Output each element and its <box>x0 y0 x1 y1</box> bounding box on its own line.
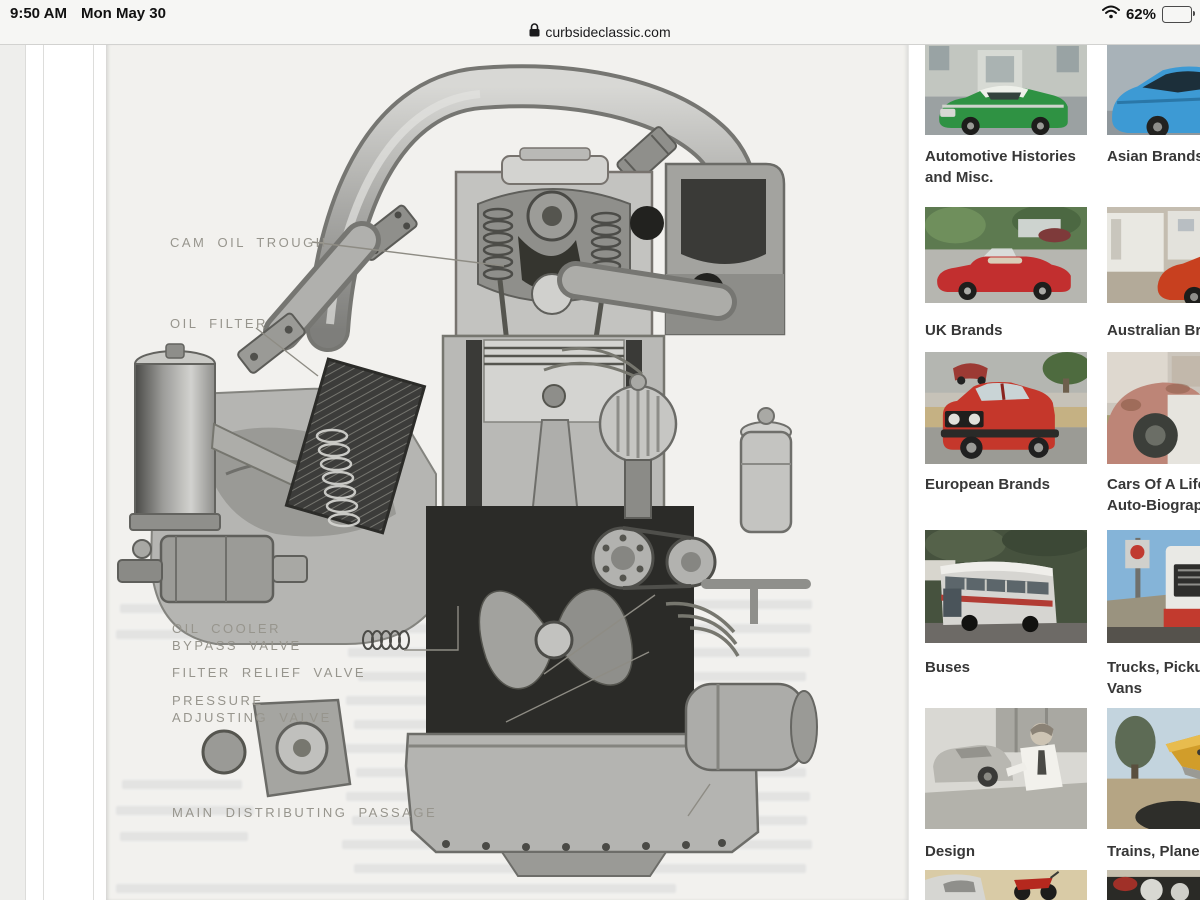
battery-percent: 62% <box>1125 6 1156 23</box>
thumbnail-engine-bay-chrome[interactable] <box>1107 870 1200 900</box>
viewer-left-margin <box>0 44 26 900</box>
thumbnail-white-truck[interactable] <box>1107 530 1200 643</box>
category-trains-planes[interactable]: Trains, Plane <box>1107 843 1200 860</box>
figure-label-main-distributing-passage: MAIN DISTRIBUTING PASSAGE <box>172 805 438 820</box>
thumbnail-weathered-beetle[interactable] <box>1107 352 1200 464</box>
thumbnail-silver-bus[interactable] <box>925 530 1087 643</box>
battery-icon <box>1162 6 1195 23</box>
page-edge-line <box>43 44 44 900</box>
thumbnail-green-checker-taxi[interactable] <box>925 44 1087 135</box>
thumbnail-red-ute[interactable] <box>1107 207 1200 303</box>
browser-top-bar: 9:50 AM Mon May 30 62% curbsideclassic.co… <box>0 0 1200 45</box>
status-left: 9:50 AM Mon May 30 <box>10 5 180 22</box>
category-design[interactable]: Design <box>925 843 976 860</box>
category-automotive-histories[interactable]: Automotive Histories and Misc. <box>925 148 1076 186</box>
thumbnail-designer-with-clay-model[interactable] <box>925 708 1087 829</box>
status-date: Mon May 30 <box>80 5 166 22</box>
category-trucks-pickups-vans[interactable]: Trucks, Picku Vans <box>1107 659 1200 697</box>
url-text[interactable]: curbsideclassic.com <box>545 24 671 40</box>
category-buses[interactable]: Buses <box>925 659 971 676</box>
category-cars-of-a-lifetime[interactable]: Cars Of A Life Auto-Biograp <box>1107 476 1200 514</box>
thumbnail-red-roadster[interactable] <box>925 207 1087 303</box>
thumbnail-red-hatchback[interactable] <box>925 352 1087 464</box>
figure-label-cam-oil-trough: CAM OIL TROUGH <box>170 235 328 250</box>
page-edge-line <box>93 44 94 900</box>
category-european-brands[interactable]: European Brands <box>925 476 1051 493</box>
sidebar-separator <box>908 44 909 900</box>
address-bar[interactable]: curbsideclassic.com <box>0 20 1200 44</box>
category-australian-brands[interactable]: Australian Br <box>1107 322 1200 339</box>
thumbnail-blue-hatchback[interactable] <box>1107 44 1200 135</box>
wifi-icon <box>1101 5 1120 24</box>
status-right: 62% <box>1101 5 1195 24</box>
figure-label-filter-relief-valve: FILTER RELIEF VALVE <box>172 665 367 680</box>
scanned-book-page: CAM OIL TROUGH OIL FILTER OIL COOLER BYP… <box>106 44 908 900</box>
status-time: 9:50 AM <box>10 5 67 22</box>
figure-label-pressure-adjusting-valve: PRESSURE ADJUSTING VALVE <box>172 693 332 725</box>
thumbnail-silver-car-and-motorcycle[interactable] <box>925 870 1087 900</box>
category-asian-brands[interactable]: Asian Brands <box>1107 148 1200 165</box>
lock-icon <box>529 22 540 42</box>
figure-label-oil-cooler-bypass-valve: OIL COOLER BYPASS VALVE <box>172 621 302 653</box>
thumbnail-yellow-locomotives[interactable] <box>1107 708 1200 829</box>
engine-cutaway-illustration <box>117 64 818 877</box>
figure-label-oil-filter: OIL FILTER <box>170 316 268 331</box>
page-content: CAM OIL TROUGH OIL FILTER OIL COOLER BYP… <box>0 44 1200 900</box>
category-uk-brands[interactable]: UK Brands <box>925 322 1003 339</box>
category-sidebar: Automotive Histories and Misc. Asian Bra… <box>0 44 1200 900</box>
